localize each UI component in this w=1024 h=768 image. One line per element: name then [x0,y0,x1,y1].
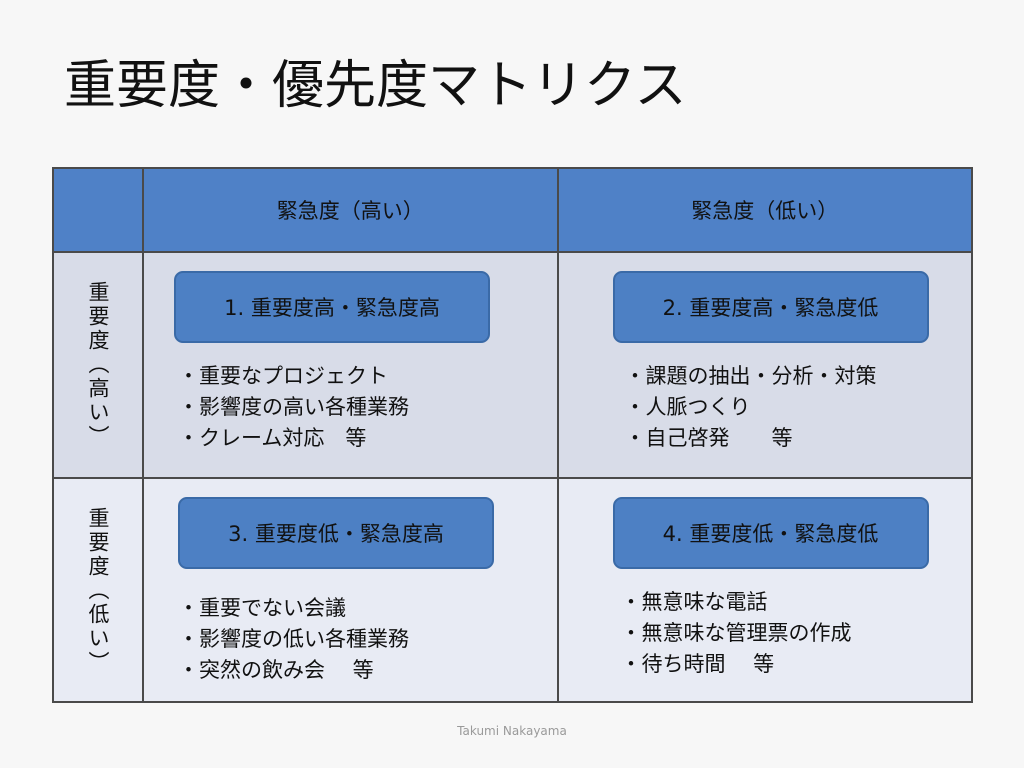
list-item: 重要でない会議 [178,593,409,624]
quadrant-1-label: 1. 重要度高・緊急度高 [174,271,490,343]
quadrant-1-items: 重要なプロジェクト 影響度の高い各種業務 クレーム対応 等 [178,361,409,454]
quadrant-3-cell: 3. 重要度低・緊急度高 重要でない会議 影響度の低い各種業務 突然の飲み会 等 [142,477,559,703]
quadrant-1-cell: 1. 重要度高・緊急度高 重要なプロジェクト 影響度の高い各種業務 クレーム対応… [142,251,559,479]
quadrant-4-cell: 4. 重要度低・緊急度低 無意味な電話 無意味な管理票の作成 待ち時間 等 [556,477,973,703]
quadrant-4-items: 無意味な電話 無意味な管理票の作成 待ち時間 等 [621,587,852,680]
quadrant-2-cell: 2. 重要度高・緊急度低 課題の抽出・分析・対策 人脈つくり 自己啓発 等 [556,251,973,479]
list-item: 影響度の高い各種業務 [178,392,409,423]
quadrant-2-items: 課題の抽出・分析・対策 人脈つくり 自己啓発 等 [625,361,877,454]
list-item: 突然の飲み会 等 [178,655,409,686]
row-header-importance-low-cell: 重要度（低い） [52,477,144,703]
list-item: 重要なプロジェクト [178,361,409,392]
list-item: 人脈つくり [625,392,877,423]
row-header-importance-low: 重要度（低い） [86,507,110,675]
list-item: 無意味な電話 [621,587,852,618]
author-credit: Takumi Nakayama [457,724,567,738]
list-item: 自己啓発 等 [625,423,877,454]
matrix-row-importance-low: 重要度（低い） 3. 重要度低・緊急度高 重要でない会議 影響度の低い各種業務 … [52,477,973,703]
row-header-importance-high: 重要度（高い） [86,281,110,449]
list-item: 待ち時間 等 [621,649,852,680]
priority-matrix: 緊急度（高い） 緊急度（低い） 重要度（高い） 1. 重要度高・緊急度高 重要な… [52,167,973,703]
list-item: 影響度の低い各種業務 [178,624,409,655]
matrix-corner-cell [52,167,144,253]
quadrant-2-label: 2. 重要度高・緊急度低 [612,271,929,343]
matrix-header-row: 緊急度（高い） 緊急度（低い） [52,167,973,253]
quadrant-3-items: 重要でない会議 影響度の低い各種業務 突然の飲み会 等 [178,593,409,686]
quadrant-3-label: 3. 重要度低・緊急度高 [178,497,494,569]
quadrant-4-label: 4. 重要度低・緊急度低 [612,497,929,569]
list-item: 無意味な管理票の作成 [621,618,852,649]
list-item: クレーム対応 等 [178,423,409,454]
column-header-urgency-high: 緊急度（高い） [142,167,559,253]
slide-title: 重要度・優先度マトリクス [64,56,687,116]
list-item: 課題の抽出・分析・対策 [625,361,877,392]
row-header-importance-high-cell: 重要度（高い） [52,251,144,479]
column-header-urgency-low: 緊急度（低い） [556,167,973,253]
matrix-row-importance-high: 重要度（高い） 1. 重要度高・緊急度高 重要なプロジェクト 影響度の高い各種業… [52,251,973,479]
